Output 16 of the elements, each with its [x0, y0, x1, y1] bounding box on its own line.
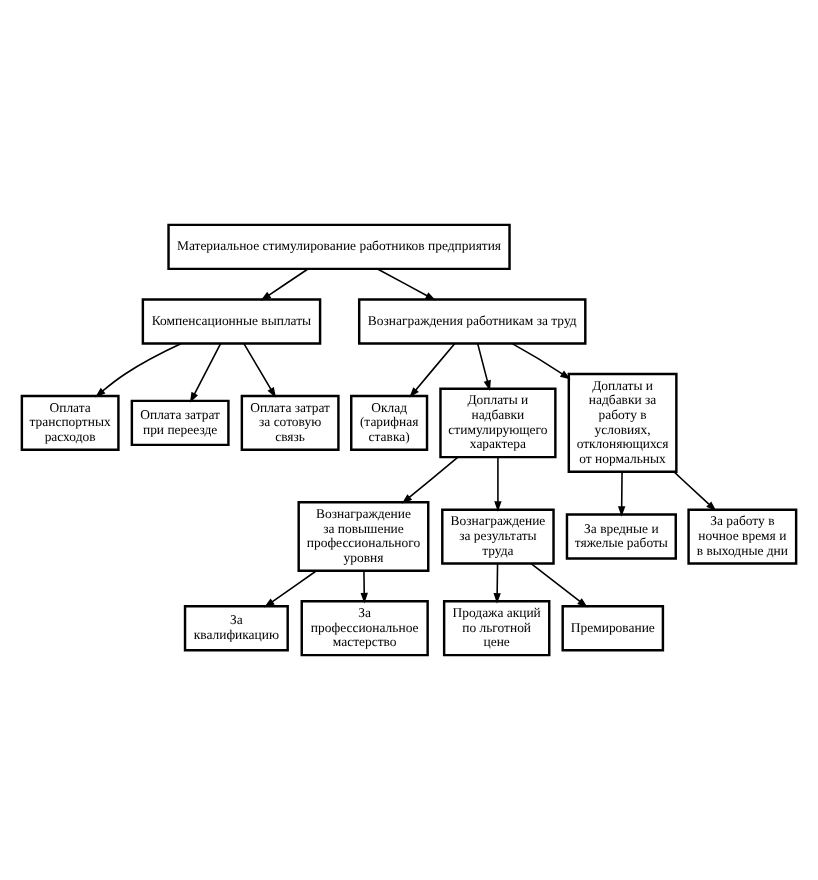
arrow: [673, 471, 717, 512]
arrow: [494, 456, 502, 512]
arrow: [360, 570, 368, 604]
arrow: [376, 268, 436, 301]
arrow: [511, 342, 571, 380]
arrow: [264, 570, 317, 608]
arrow: [95, 342, 183, 398]
arrow: [409, 342, 456, 398]
arrow: [618, 471, 626, 517]
arrow: [260, 268, 309, 301]
arrow: [476, 342, 491, 391]
arrow: [189, 342, 222, 403]
arrow: [401, 456, 459, 504]
arrow: [493, 562, 501, 604]
arrow: [530, 562, 588, 608]
arrow: [243, 342, 276, 398]
